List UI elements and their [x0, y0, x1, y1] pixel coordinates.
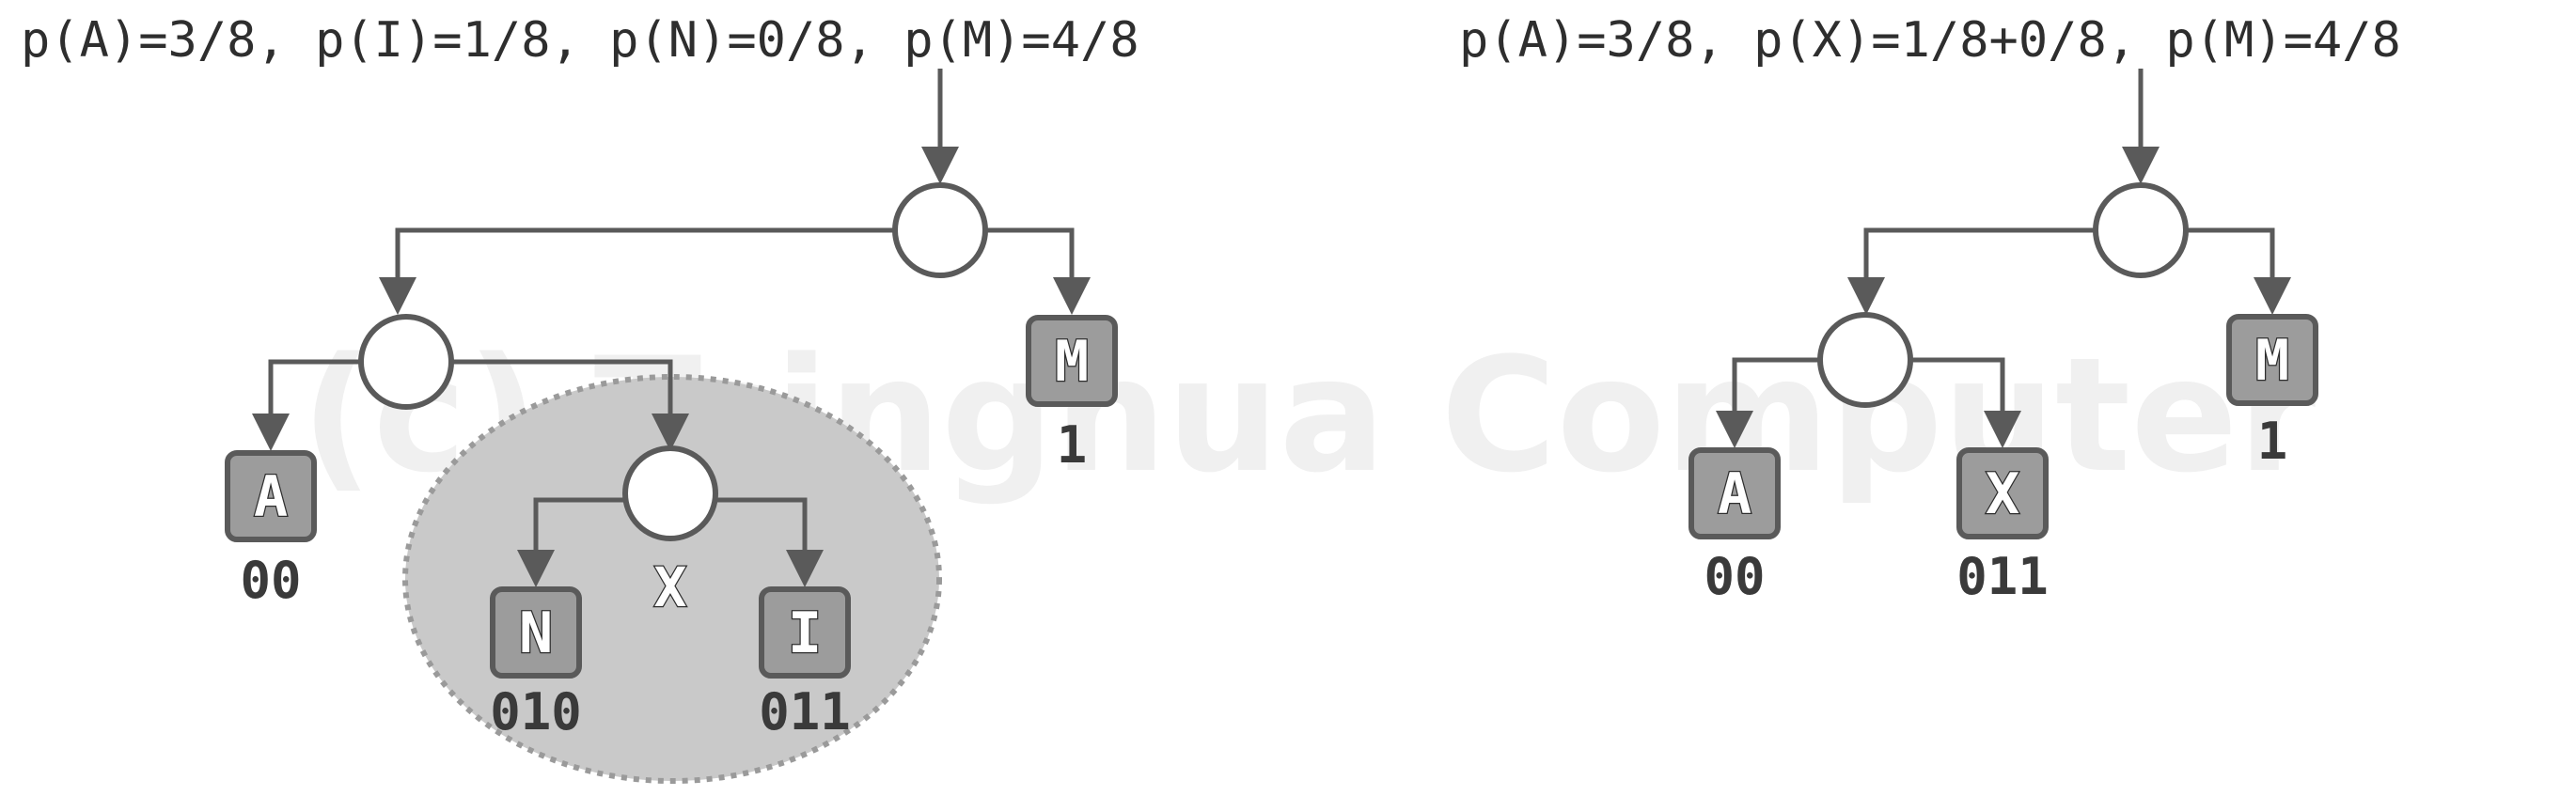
internal-node-x — [622, 445, 718, 541]
leaf-box-m — [1026, 315, 1118, 407]
code-n: 010 — [490, 682, 582, 741]
root-node — [892, 182, 988, 278]
edge-node2-node3 — [435, 359, 689, 451]
r-edge-root-m — [2188, 227, 2291, 315]
merged-subtree-highlight — [402, 374, 942, 784]
edge-root-m — [987, 227, 1091, 315]
code-m: 1 — [1057, 415, 1088, 475]
left-tree: p(A)=3/8, p(I)=1/8, p(N)=0/8, p(M)=4/8 — [21, 12, 1139, 784]
r-leaf-box-x — [1956, 447, 2049, 539]
merged-node-label: X — [654, 555, 687, 619]
r-code-a: 00 — [1704, 547, 1765, 606]
leaf-box-n — [490, 586, 582, 679]
leaf-i: I 011 — [759, 586, 851, 741]
left-tree-edges — [252, 69, 1091, 587]
leaf-box-i — [759, 586, 851, 679]
leaf-box-a — [225, 450, 317, 542]
code-i: 011 — [759, 682, 851, 741]
leaf-letter-i: I — [788, 601, 822, 666]
r-leaf-m: M 1 — [2226, 314, 2318, 471]
r-leaf-letter-a: A — [1718, 461, 1751, 527]
r-leaf-letter-m: M — [2255, 328, 2289, 394]
r-leaf-box-m — [2226, 314, 2318, 406]
r-edge-node2-x — [1903, 357, 2021, 448]
edge-root-left — [379, 227, 893, 315]
r-edge-root-left — [1847, 227, 2094, 315]
left-probabilities: p(A)=3/8, p(I)=1/8, p(N)=0/8, p(M)=4/8 — [21, 12, 1139, 69]
edge-node2-a — [252, 359, 360, 451]
r-leaf-box-a — [1689, 447, 1781, 539]
r-root-node — [2093, 182, 2189, 278]
leaf-letter-m: M — [1055, 329, 1089, 395]
r-leaf-x: X 011 — [1956, 447, 2049, 606]
internal-node-a-subtree — [358, 314, 454, 410]
leaf-a: A 00 — [225, 450, 317, 610]
r-edge-node2-a — [1716, 357, 1828, 448]
edge-node3-n — [517, 497, 623, 587]
right-probabilities: p(A)=3/8, p(X)=1/8+0/8, p(M)=4/8 — [1459, 12, 2401, 69]
code-a: 00 — [240, 551, 301, 610]
right-tree-edges — [1716, 69, 2291, 448]
right-tree: p(A)=3/8, p(X)=1/8+0/8, p(M)=4/8 M 1 A 0… — [1459, 12, 2401, 606]
r-internal-node — [1817, 312, 1913, 408]
leaf-n: N 010 — [490, 586, 582, 741]
leaf-letter-n: N — [519, 601, 553, 666]
edge-node3-i — [717, 497, 824, 587]
leaf-m: M 1 — [1026, 315, 1118, 475]
r-code-x: 011 — [1956, 547, 2049, 606]
r-code-m: 1 — [2257, 412, 2288, 471]
leaf-letter-a: A — [254, 464, 288, 530]
r-leaf-letter-x: X — [1986, 461, 2019, 527]
r-leaf-a: A 00 — [1689, 447, 1781, 606]
